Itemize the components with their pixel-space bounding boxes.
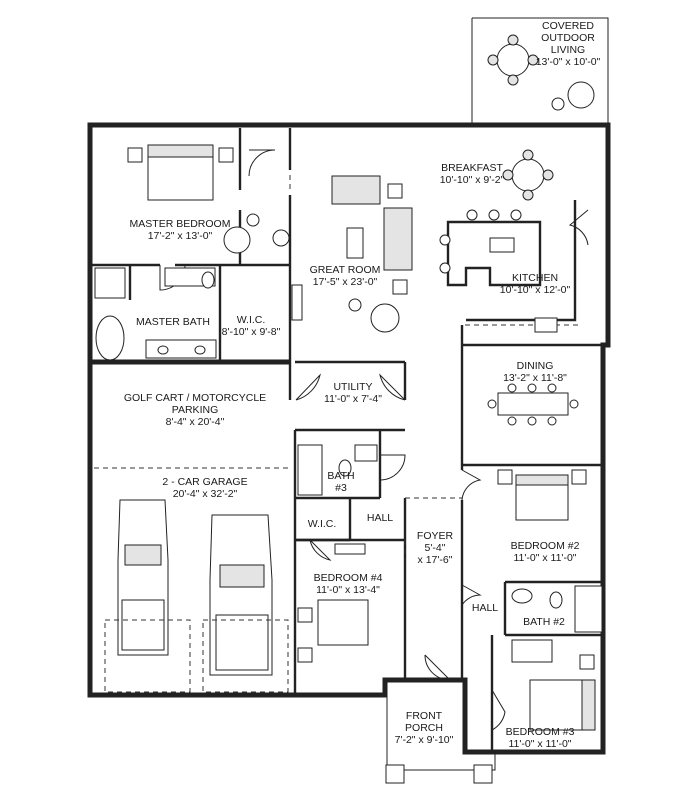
room-label-wic-bedroom4: W.I.C. [302, 518, 342, 530]
room-name: 2 - CAR GARAGE [162, 476, 248, 488]
room-label-bath3: BATH #3 [326, 470, 356, 494]
interior-walls [92, 128, 605, 752]
truck-right [209, 514, 273, 676]
room-label-hall-2: HALL [468, 602, 502, 614]
room-name: UTILITY [333, 381, 373, 393]
fixtures [94, 34, 603, 731]
room-dims: 17'-5" x 23'-0" [312, 276, 378, 288]
room-name: FRONT [405, 710, 443, 722]
room-name: BATH #2 [523, 616, 565, 628]
room-name: BREAKFAST [441, 162, 503, 174]
room-name: FOYER [416, 530, 454, 542]
truck-left [117, 499, 169, 656]
room-label-kitchen: KITCHEN 10'-10" x 12'-0" [490, 272, 580, 296]
room-name: KITCHEN [511, 272, 559, 284]
room-name: DINING [516, 360, 554, 372]
room-dims: 11'-0" x 11'-0" [513, 552, 577, 564]
room-name: W.I.C. [236, 314, 266, 326]
room-dims: 10'-10" x 9'-2" [439, 174, 505, 186]
room-dims: 5'-4" [424, 542, 446, 554]
room-label-wic-master: W.I.C. 8'-10" x 9'-8" [216, 314, 286, 338]
room-label-bedroom4: BEDROOM #4 11'-0" x 13'-4" [303, 572, 393, 596]
room-dims: x 17'-6" [417, 554, 453, 566]
room-dims: 7'-2" x 9'-10" [394, 734, 454, 746]
room-name: BEDROOM #3 [505, 726, 575, 738]
room-name-line: BATH [327, 470, 355, 482]
room-name: W.I.C. [307, 518, 337, 530]
room-label-master-bedroom: MASTER BEDROOM 17'-2" x 13'-0" [115, 218, 245, 242]
room-dims: 8'-4" x 20'-4" [165, 416, 225, 428]
room-label-master-bath: MASTER BATH [128, 316, 218, 328]
room-name: GREAT ROOM [309, 264, 381, 276]
room-label-bedroom2: BEDROOM #2 11'-0" x 11'-0" [500, 540, 590, 564]
room-label-golf-cart: GOLF CART / MOTORCYCLE PARKING 8'-4" x 2… [110, 392, 280, 428]
room-label-bedroom3: BEDROOM #3 11'-0" x 11'-0" [495, 726, 585, 750]
room-label-utility: UTILITY 11'-0" x 7'-4" [313, 381, 393, 405]
room-dims: 10'-10" x 12'-0" [499, 284, 571, 296]
room-name: MASTER BATH [136, 316, 210, 328]
exterior-walls [87, 17, 611, 784]
room-name-line: OUTDOOR [541, 32, 595, 44]
room-name-line: #3 [335, 482, 347, 494]
room-name-line: GOLF CART / MOTORCYCLE [123, 392, 267, 404]
room-name-line: PARKING [171, 404, 219, 416]
room-dims: 13'-2" x 11'-8" [503, 372, 567, 384]
room-dims: 11'-0" x 11'-0" [508, 738, 572, 750]
room-name: HALL [366, 512, 394, 524]
room-name: BEDROOM #4 [313, 572, 383, 584]
room-label-hall: HALL [360, 512, 400, 524]
room-label-great-room: GREAT ROOM 17'-5" x 23'-0" [300, 264, 390, 288]
room-name: MASTER BEDROOM [129, 218, 231, 230]
room-dims: 11'-0" x 7'-4" [324, 393, 382, 405]
room-label-garage: 2 - CAR GARAGE 20'-4" x 32'-2" [150, 476, 260, 500]
room-name: BEDROOM #2 [510, 540, 580, 552]
room-label-outdoor-living: COVERED OUTDOOR LIVING 13'-0" x 10'-0" [530, 20, 606, 68]
room-label-dining: DINING 13'-2" x 11'-8" [495, 360, 575, 384]
room-name-line: COVERED [542, 20, 594, 32]
room-name-line: LIVING [550, 44, 586, 56]
room-name: PORCH [405, 722, 443, 734]
room-label-front-porch: FRONT PORCH 7'-2" x 9'-10" [392, 710, 456, 746]
room-dims: 17'-2" x 13'-0" [147, 230, 213, 242]
room-dims: 8'-10" x 9'-8" [221, 326, 281, 338]
room-dims: 13'-0" x 10'-0" [535, 56, 601, 68]
room-name: HALL [471, 602, 499, 614]
room-label-foyer: FOYER 5'-4" x 17'-6" [410, 530, 460, 566]
room-label-bath2: BATH #2 [514, 616, 574, 628]
room-label-breakfast: BREAKFAST 10'-10" x 9'-2" [432, 162, 512, 186]
room-dims: 20'-4" x 32'-2" [172, 488, 238, 500]
room-dims: 11'-0" x 13'-4" [316, 584, 380, 596]
